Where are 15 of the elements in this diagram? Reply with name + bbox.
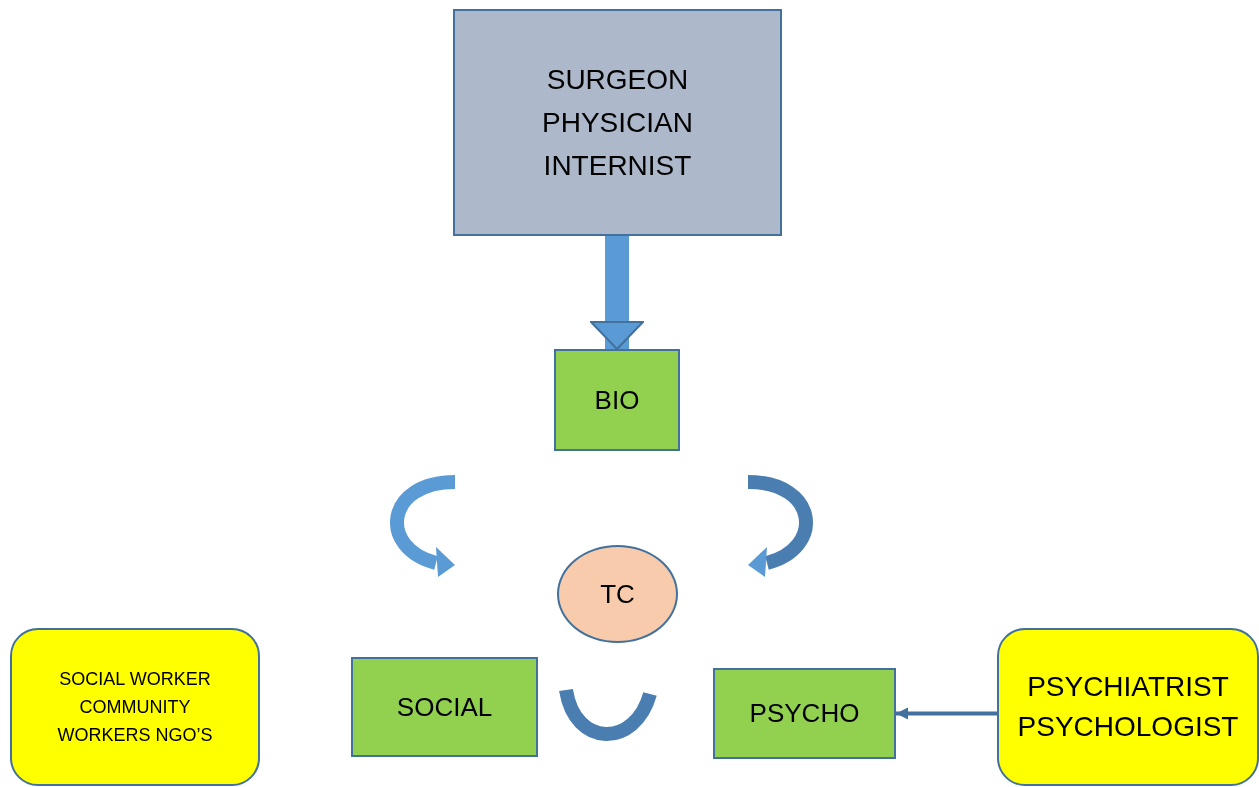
- node-label: BIO: [594, 383, 640, 417]
- node-label: TC: [600, 577, 635, 611]
- node-label: PSYCHO: [749, 697, 860, 730]
- arrow: [896, 707, 997, 720]
- process-box: [713, 668, 896, 759]
- node-label: PSYCHIATRIST PSYCHOLOGIST: [1016, 670, 1240, 744]
- node-label: SOCIAL: [396, 690, 493, 724]
- role-box: [10, 628, 260, 786]
- arrow: [590, 236, 644, 350]
- role-box: [997, 628, 1259, 786]
- role-box: [453, 9, 782, 236]
- process-box: [351, 657, 538, 757]
- node-label: SOCIAL WORKER COMMUNITY WORKERS NGO’S: [56, 668, 214, 747]
- process-box: [554, 349, 680, 451]
- node-label: SURGEON PHYSICIAN INTERNIST: [541, 63, 694, 183]
